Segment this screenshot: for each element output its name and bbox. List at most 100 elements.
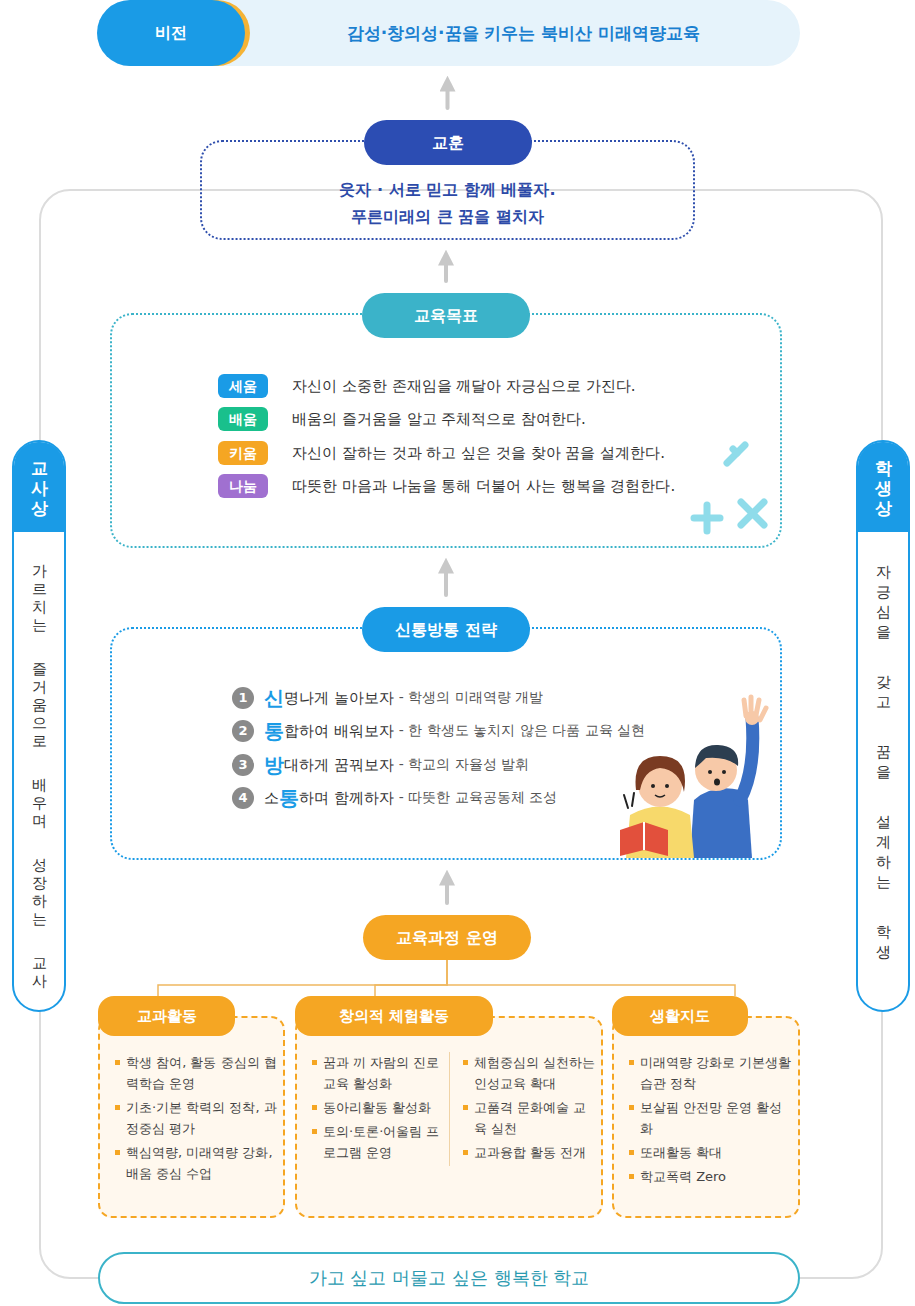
vertical-char: 상 <box>31 498 48 518</box>
vertical-char: 생 <box>875 478 892 498</box>
outer-frame <box>40 190 882 1278</box>
flow-arrow <box>444 564 448 595</box>
strategy-name: 방 <box>264 752 284 779</box>
vertical-char <box>876 782 891 812</box>
activity-column: 꿈과 끼 자람의 진로교육 활성화동아리활동 활성화토의·토론·어울림 프로그램… <box>311 1052 445 1166</box>
vertical-char: 는 <box>32 910 47 928</box>
dashed-frame <box>98 1016 285 1218</box>
strategy-name: 하며 함께하자 <box>299 789 394 808</box>
item-node: 3방대하게 꿈꿔보자- 학교의 자율성 발휘 <box>232 752 529 778</box>
side-body: 자긍심을 갖고 꿈을 설계하는 학생 <box>858 532 908 962</box>
school-slogan: 가고 싶고 머물고 싶은 행복한 학교 <box>100 1254 798 1302</box>
vertical-char: 학 <box>876 922 891 942</box>
vertical-char: 며 <box>32 812 47 830</box>
strategy-name: 통 <box>279 785 299 812</box>
step-number: 2 <box>232 720 254 742</box>
strategy-name: 합하여 배워보자 <box>284 722 394 741</box>
goal-tag: 세움 <box>218 374 268 398</box>
vertical-char: 생 <box>876 942 891 962</box>
vertical-char <box>32 830 47 856</box>
flow-arrow <box>446 82 450 108</box>
step-number: 4 <box>232 787 254 809</box>
side-text: 자긍심을 갖고 꿈을 설계하는 학생 <box>876 562 891 962</box>
vertical-char: 학 <box>875 458 892 478</box>
vertical-char: 꿈 <box>876 742 891 762</box>
vertical-char <box>876 642 891 672</box>
vertical-char: 로 <box>32 732 47 750</box>
strategy-name: 통 <box>264 718 284 745</box>
side-text: 가르치는 즐거움으로 배우며 성장하는 교사 <box>32 562 47 990</box>
strategy-description: - 학교의 자율성 발휘 <box>399 756 529 774</box>
vertical-char: 사 <box>32 972 47 990</box>
section-node: 신통방통 전략1신명나게 놀아보자- 학생의 미래역량 개발2통합하여 배워보자… <box>110 607 782 860</box>
goal-text: 자신이 소중한 존재임을 깨달아 자긍심으로 가진다. <box>292 377 636 396</box>
side-header: 교사상 <box>14 442 64 532</box>
vertical-char <box>876 712 891 742</box>
vertical-char: 교 <box>31 458 48 478</box>
vertical-char: 는 <box>876 872 891 892</box>
vision-label: 비전 <box>97 0 245 66</box>
goal-text: 배움의 즐거움을 알고 주체적으로 참여한다. <box>292 410 586 429</box>
side-heading: 교사상 <box>31 458 48 518</box>
vertical-char: 계 <box>876 832 891 852</box>
item-node: 2통합하여 배워보자 - 한 학생도 놓치지 않은 다품 교육 실현 <box>232 718 645 744</box>
activity-heading: 교과활동 <box>98 996 235 1036</box>
pill-node: 교육과정 운영 <box>363 915 531 960</box>
vertical-char: 배 <box>32 776 47 794</box>
vertical-char: 하 <box>876 852 891 872</box>
activity-bullet: 체험중심의 실천하는 인성교육 확대 <box>462 1052 596 1094</box>
vertical-char <box>32 634 47 660</box>
flow-arrow <box>444 256 448 281</box>
band-node: 가고 싶고 머물고 싶은 행복한 학교 <box>98 1252 800 1304</box>
section-node: 교육목표세움자신이 소중한 존재임을 깨달아 자긍심으로 가진다.배움배움의 즐… <box>110 293 782 548</box>
act-node: 창의적 체험활동꿈과 끼 자람의 진로교육 활성화동아리활동 활성화토의·토론·… <box>295 996 603 1218</box>
vertical-char: 자 <box>876 562 891 582</box>
strategy-description: - 한 학생도 놓치지 않은 다품 교육 실현 <box>399 722 645 740</box>
goal-tag: 나눔 <box>218 474 268 498</box>
act-node: 교과활동학생 참여, 활동 중심의 협력학습 운영기초·기본 학력의 정착, 과… <box>98 996 285 1218</box>
item-node: 4소통하며 함께하자- 따뜻한 교육공동체 조성 <box>232 785 557 811</box>
side-node: 교사상가르치는 즐거움으로 배우며 성장하는 교사 <box>12 440 66 1012</box>
dotted-frame <box>110 313 782 548</box>
activity-bullet: 꿈과 끼 자람의 진로교육 활성화 <box>311 1052 445 1094</box>
side-node: 학생상자긍심을 갖고 꿈을 설계하는 학생 <box>856 440 910 1012</box>
dotted-frame <box>110 627 782 860</box>
curriculum-heading: 교육과정 운영 <box>363 915 531 960</box>
side-body: 가르치는 즐거움으로 배우며 성장하는 교사 <box>14 532 64 990</box>
activity-bullet: 기초·기본 학력의 정착, 과정중심 평가 <box>114 1097 277 1139</box>
activity-heading: 생활지도 <box>612 996 748 1036</box>
section-node: 교훈웃자 · 서로 믿고 함께 베풀자.푸른미래의 큰 꿈을 펼치자 <box>200 120 695 240</box>
tree-line <box>158 960 447 996</box>
activity-bullet: 학교폭력 Zero <box>628 1166 792 1187</box>
goal-node: 세움 자신이 소중한 존재임을 깨달아 자긍심으로 가진다. <box>218 374 636 398</box>
activity-bullet: 고품격 문화예술 교육 실천 <box>462 1097 596 1139</box>
strategy-description: - 학생의 미래역량 개발 <box>399 689 543 707</box>
step-number: 3 <box>232 754 254 776</box>
vertical-char: 움 <box>32 696 47 714</box>
vertical-char: 긍 <box>876 582 891 602</box>
vertical-char: 갖 <box>876 672 891 692</box>
vertical-char: 으 <box>32 714 47 732</box>
vertical-char <box>876 892 891 922</box>
goal-node: 나눔따뜻한 마음과 나눔을 통해 더불어 사는 행복을 경험한다. <box>218 474 675 498</box>
vertical-char: 사 <box>31 478 48 498</box>
step-number: 1 <box>232 687 254 709</box>
goal-tag: 배움 <box>218 407 268 431</box>
students-illustration <box>620 697 766 858</box>
motto-line: 웃자 · 서로 믿고 함께 베풀자. <box>200 176 695 203</box>
tree-line <box>375 960 447 996</box>
flow-arrow <box>445 876 449 903</box>
vertical-char: 즐 <box>32 660 47 678</box>
tree-line <box>447 960 735 996</box>
activity-bullet: 동아리활동 활성화 <box>311 1097 445 1118</box>
section-heading: 신통방통 전략 <box>362 607 530 652</box>
vision-text: 감성·창의성·꿈을 키우는 북비산 미래역량교육 <box>257 0 790 66</box>
goal-text: 자신이 잘하는 것과 하고 싶은 것을 찾아 꿈을 설계한다. <box>292 444 665 463</box>
item-node: 1신명나게 놀아보자- 학생의 미래역량 개발 <box>232 685 543 711</box>
activity-column: 학생 참여, 활동 중심의 협력학습 운영기초·기본 학력의 정착, 과정중심 … <box>114 1052 277 1187</box>
strategy-name: 명나게 놀아보자 <box>284 689 394 708</box>
activity-bullet: 핵심역량, 미래역량 강화, 배움 중심 수업 <box>114 1142 277 1184</box>
vertical-char: 상 <box>875 498 892 518</box>
dashed-frame <box>612 1016 800 1218</box>
